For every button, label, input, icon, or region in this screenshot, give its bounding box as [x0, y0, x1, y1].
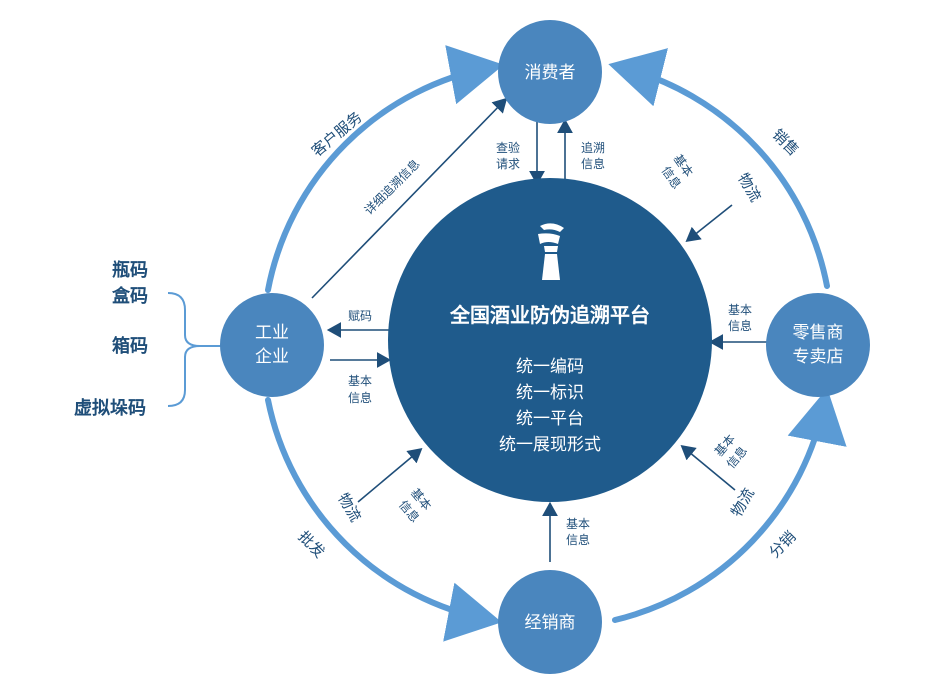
detail-trace-label: 详细追溯信息	[361, 156, 423, 218]
retail-label-line2: 专卖店	[793, 347, 844, 367]
retail-label-line1: 零售商	[793, 323, 844, 343]
ring-label-distribution: 分销	[765, 527, 799, 561]
ring-arc-retail-to-consumer	[608, 48, 830, 289]
retail-basic-info-line1: 基本	[728, 303, 752, 317]
hub-item: 统一编码	[516, 357, 584, 377]
consumer-node	[498, 20, 602, 124]
verify-request-label-line1: 查验	[496, 140, 520, 155]
assign-code-label: 赋码	[348, 309, 372, 323]
distributor-basic-info-line1: 基本	[566, 517, 590, 531]
arrow-detail-trace	[311, 97, 508, 299]
distributor-basic-info-line2: 信息	[566, 532, 590, 547]
arrow-logistics-top-right	[685, 204, 733, 242]
arrow-logistics-bottom-left	[357, 447, 423, 503]
consumer-label: 消费者	[525, 63, 576, 83]
arrow-logistics-bottom-right	[680, 444, 736, 491]
distributor-node	[498, 570, 602, 674]
enterprise-node	[220, 293, 324, 397]
ring-label-sales: 销售	[769, 125, 803, 159]
ring-arc-enterprise-to-distributor	[265, 397, 502, 642]
logistics-label-bottom-left: 物流	[334, 490, 365, 525]
verify-request-label-line2: 请求	[496, 157, 520, 171]
retail-node	[766, 293, 870, 397]
trace-info-label-line1: 追溯	[581, 140, 605, 155]
enterprise-label-line1: 工业	[255, 323, 289, 343]
ring-label-wholesale: 批发	[295, 527, 329, 561]
code-type-box: 盒码	[112, 285, 148, 307]
outer-ring	[265, 45, 847, 642]
distributor-label: 经销商	[525, 613, 576, 633]
hub-logo-icon	[538, 223, 564, 280]
hub-circle	[388, 178, 712, 502]
logistics-label-bottom-right: 物流	[727, 485, 758, 520]
enterprise-label-line2: 企业	[255, 347, 289, 367]
code-bracket	[167, 292, 201, 407]
enterprise-basic-info-line1: 基本	[348, 374, 372, 388]
code-type-case: 箱码	[112, 335, 148, 357]
hub-item: 统一平台	[516, 409, 584, 429]
ring-arc-enterprise-to-consumer	[265, 45, 504, 293]
ring-arc-distributor-to-retail	[612, 388, 847, 623]
retail-basic-info-line2: 信息	[728, 318, 752, 333]
trace-info-label-line2: 信息	[581, 156, 605, 171]
flow-arrows	[311, 97, 770, 562]
hub-title: 全国酒业防伪追溯平台	[449, 303, 650, 327]
hub-item: 统一标识	[516, 383, 584, 403]
hub-item: 统一展现形式	[499, 435, 601, 455]
code-type-bottle: 瓶码	[112, 260, 148, 281]
enterprise-basic-info-line2: 信息	[348, 390, 372, 405]
logistics-label-top-right: 物流	[734, 170, 765, 205]
code-type-virtual-pallet: 虚拟垛码	[74, 397, 146, 419]
